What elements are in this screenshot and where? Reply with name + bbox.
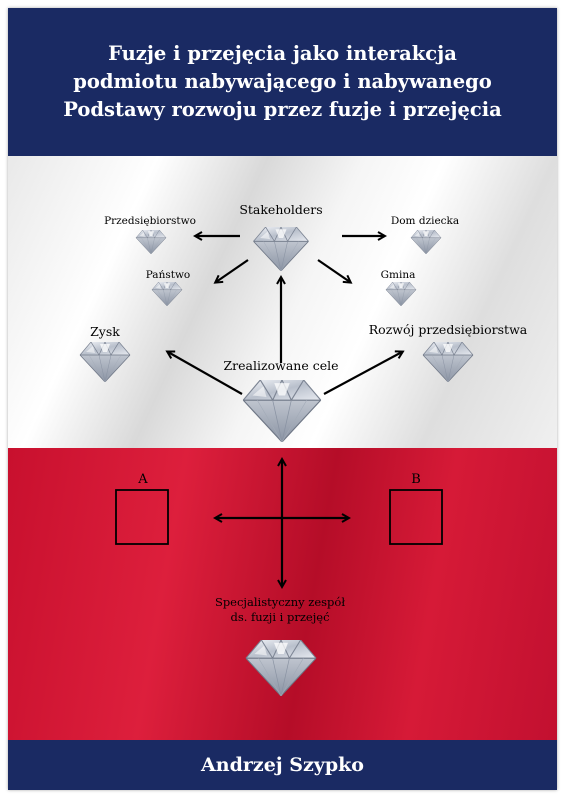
author-name: Andrzej Szypko (201, 754, 364, 776)
label-box-a: A (137, 472, 148, 487)
diamond-icon (385, 282, 417, 306)
label-zespol-line2: ds. fuzji i przejęć (230, 610, 329, 624)
label-przedsiebiorstwo: Przedsiębiorstwo (104, 215, 196, 227)
diamond-icon (410, 230, 442, 254)
label-rozwoj: Rozwój przedsiębiorstwa (369, 322, 528, 337)
diamond-icon (242, 380, 322, 442)
book-cover: Fuzje i przejęcia jako interakcja podmio… (8, 8, 557, 790)
label-zrealizowane-cele: Zrealizowane cele (224, 358, 339, 373)
title-band: Fuzje i przejęcia jako interakcja podmio… (8, 8, 557, 156)
diamond-icon (135, 230, 167, 254)
title-line-2: podmiotu nabywającego i nabywanego (73, 70, 492, 93)
title-line-1: Fuzje i przejęcia jako interakcja (108, 42, 457, 65)
label-box-b: B (411, 472, 421, 487)
diamond-icon (422, 342, 474, 382)
arrows-top (168, 236, 402, 395)
label-zysk: Zysk (90, 324, 120, 339)
author-band: Andrzej Szypko (8, 740, 557, 790)
diamond-icon (253, 227, 309, 271)
diamond-icon (151, 282, 183, 306)
label-zespol-line1: Specjalistyczny zespół (215, 595, 345, 609)
diagram: Stakeholders Przedsiębiorstwo Dom dzieck… (79, 202, 528, 696)
label-dom-dziecka: Dom dziecka (391, 215, 459, 227)
box-a (115, 489, 169, 545)
box-b (389, 489, 443, 545)
cross-arrows (216, 460, 348, 586)
title-line-3: Podstawy rozwoju przez fuzje i przejęcia (63, 98, 502, 121)
diamond-icon (79, 342, 131, 382)
label-gmina: Gmina (381, 269, 416, 281)
label-panstwo: Państwo (146, 269, 191, 281)
diamond-icon (245, 640, 317, 696)
label-stakeholders: Stakeholders (239, 202, 322, 217)
